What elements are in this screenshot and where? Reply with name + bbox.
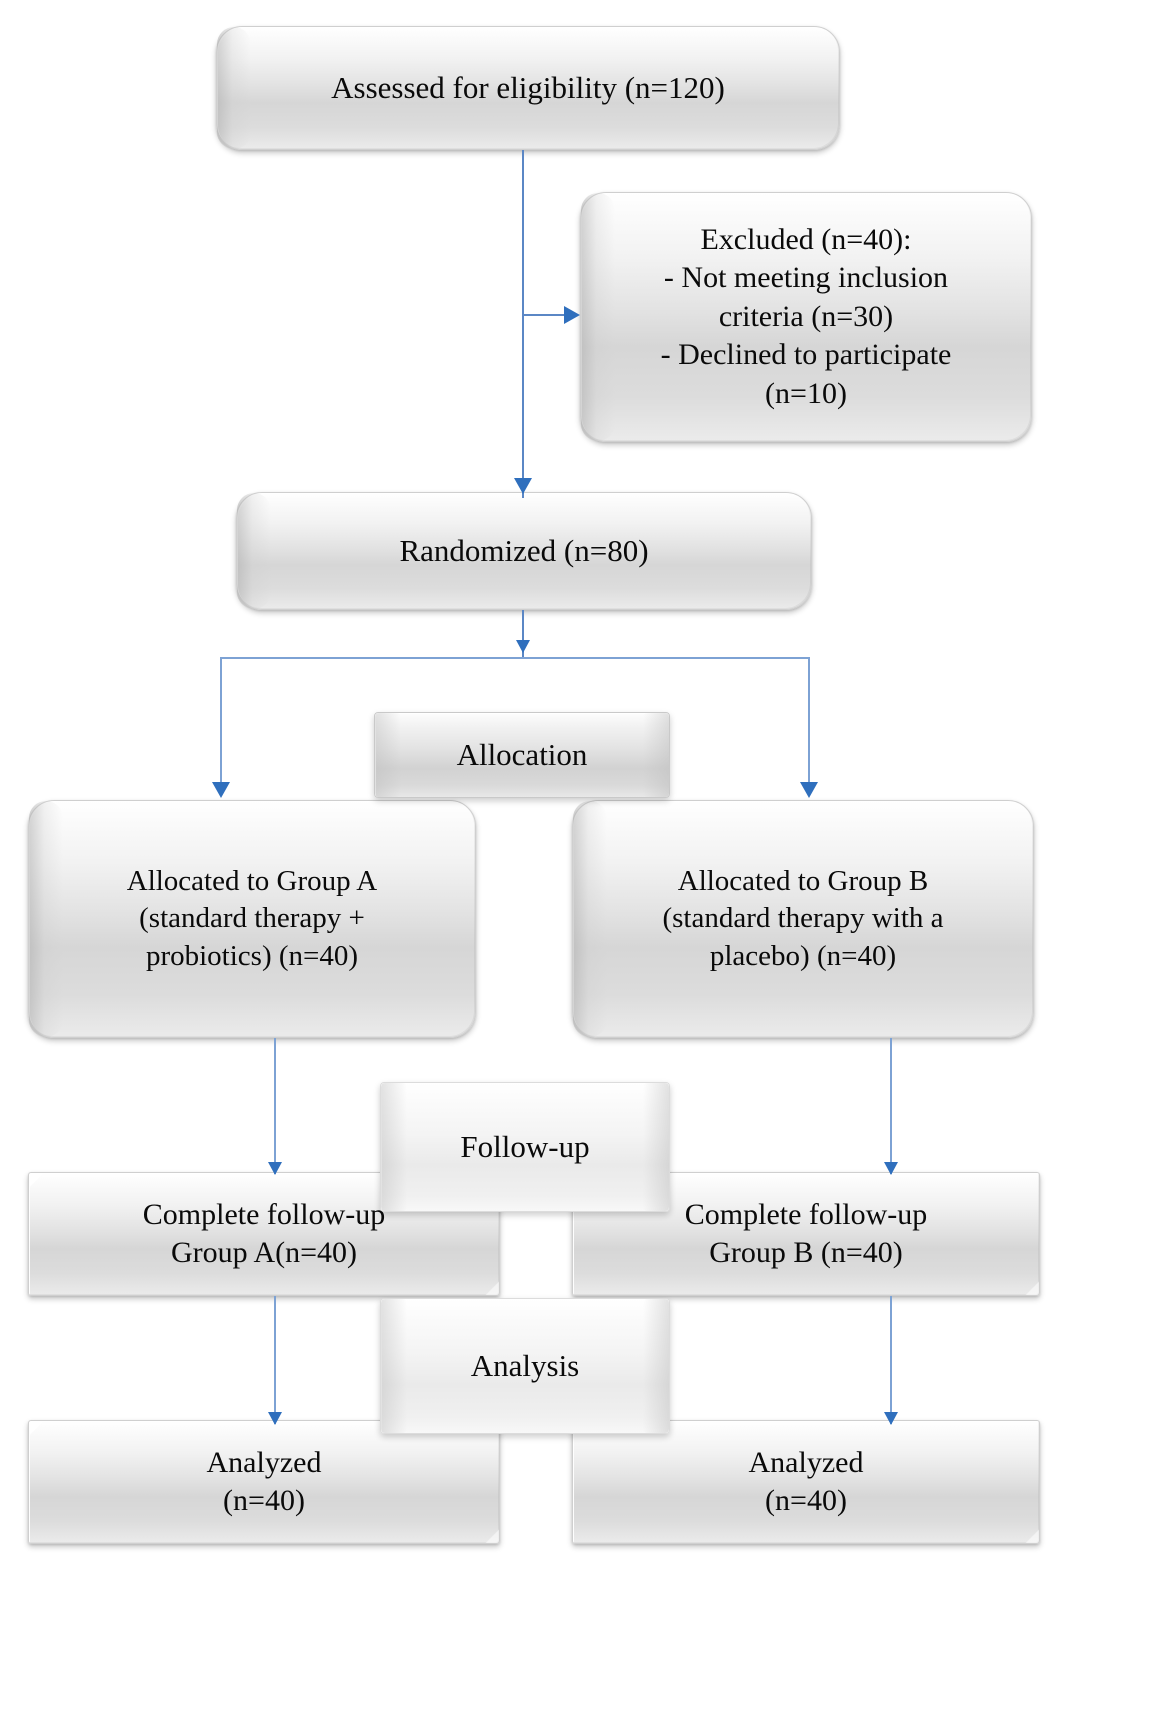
connector-followup-b-to-analyzed-b <box>890 1296 892 1424</box>
connector-split-to-group-b <box>808 657 810 793</box>
connector-followup-a-to-analyzed-a <box>274 1296 276 1424</box>
arrowhead-to-analyzed-a <box>268 1412 282 1425</box>
arrowhead-to-excluded <box>564 306 580 324</box>
connector-split-to-group-a <box>220 657 222 793</box>
connector-randomized-stem <box>522 610 524 658</box>
stage-banner-followup-label: Follow-up <box>460 1129 590 1164</box>
node-analyzed-group-b: Analyzed (n=40) <box>572 1420 1040 1544</box>
arrowhead-to-group-a <box>212 782 230 798</box>
node-allocated-group-a: Allocated to Group A (standard therapy +… <box>28 800 476 1038</box>
node-randomized-label: Randomized (n=80) <box>399 533 649 569</box>
stage-banner-allocation-label: Allocation <box>456 737 588 772</box>
node-analyzed-group-b-label: Analyzed (n=40) <box>748 1445 864 1517</box>
arrowhead-to-followup-a <box>268 1162 282 1175</box>
node-complete-followup-group-a-label: Complete follow-up Group A(n=40) <box>142 1197 386 1269</box>
node-allocated-group-b: Allocated to Group B (standard therapy w… <box>572 800 1034 1038</box>
node-assessed-for-eligibility-label: Assessed for eligibility (n=120) <box>331 70 725 106</box>
node-assessed-for-eligibility: Assessed for eligibility (n=120) <box>216 26 840 150</box>
node-analyzed-group-a-label: Analyzed (n=40) <box>206 1445 322 1517</box>
node-allocated-group-a-label: Allocated to Group A (standard therapy +… <box>126 865 378 972</box>
stage-banner-analysis-label: Analysis <box>470 1348 580 1383</box>
stage-banner-followup: Follow-up <box>380 1082 670 1212</box>
arrowhead-to-group-b <box>800 782 818 798</box>
node-analyzed-group-a: Analyzed (n=40) <box>28 1420 500 1544</box>
node-allocated-group-b-label: Allocated to Group B (standard therapy w… <box>662 865 944 972</box>
stage-banner-analysis: Analysis <box>380 1298 670 1434</box>
connector-group-a-to-followup-a <box>274 1038 276 1174</box>
arrowhead-to-followup-b <box>884 1162 898 1175</box>
arrowhead-to-analyzed-b <box>884 1412 898 1425</box>
connector-assessed-to-excluded <box>522 314 566 316</box>
stage-banner-allocation: Allocation <box>374 712 670 798</box>
arrowhead-randomized-split <box>516 640 530 653</box>
connector-allocation-split-bar <box>220 657 810 659</box>
node-randomized: Randomized (n=80) <box>236 492 812 610</box>
arrowhead-to-randomized <box>514 478 532 494</box>
node-excluded: Excluded (n=40): - Not meeting inclusion… <box>580 192 1032 442</box>
node-complete-followup-group-b-label: Complete follow-up Group B (n=40) <box>684 1197 928 1269</box>
connector-group-b-to-followup-b <box>890 1038 892 1174</box>
connector-assessed-to-randomized-stem <box>522 150 524 498</box>
node-excluded-label: Excluded (n=40): - Not meeting inclusion… <box>660 223 952 410</box>
